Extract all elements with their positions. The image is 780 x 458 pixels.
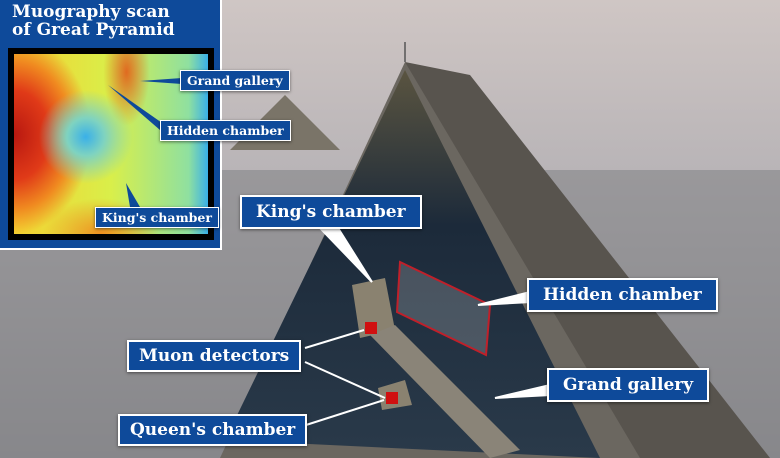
label-muon-detectors: Muon detectors	[127, 340, 302, 372]
inset-label-grand-gallery: Grand gallery	[180, 70, 290, 91]
muon-detector-1	[365, 322, 377, 334]
muon-detector-2	[386, 392, 398, 404]
label-grand-gallery: Grand gallery	[547, 368, 710, 402]
label-kings-chamber: King's chamber	[240, 195, 422, 229]
inset-title-line2: of Great Pyramid	[12, 20, 175, 40]
label-queens-chamber: Queen's chamber	[118, 414, 308, 446]
inset-pointers	[108, 78, 182, 207]
inset-label-kings-chamber: King's chamber	[95, 207, 219, 228]
inset-title-line1: Muography scan	[12, 2, 170, 22]
label-hidden-chamber: Hidden chamber	[527, 278, 718, 312]
pyramid-cross-section	[225, 70, 600, 458]
kings-chamber-model	[352, 278, 395, 338]
hidden-chamber-model	[395, 260, 492, 357]
inset-label-hidden-chamber: Hidden chamber	[160, 120, 291, 141]
grand-gallery-model	[370, 325, 520, 458]
